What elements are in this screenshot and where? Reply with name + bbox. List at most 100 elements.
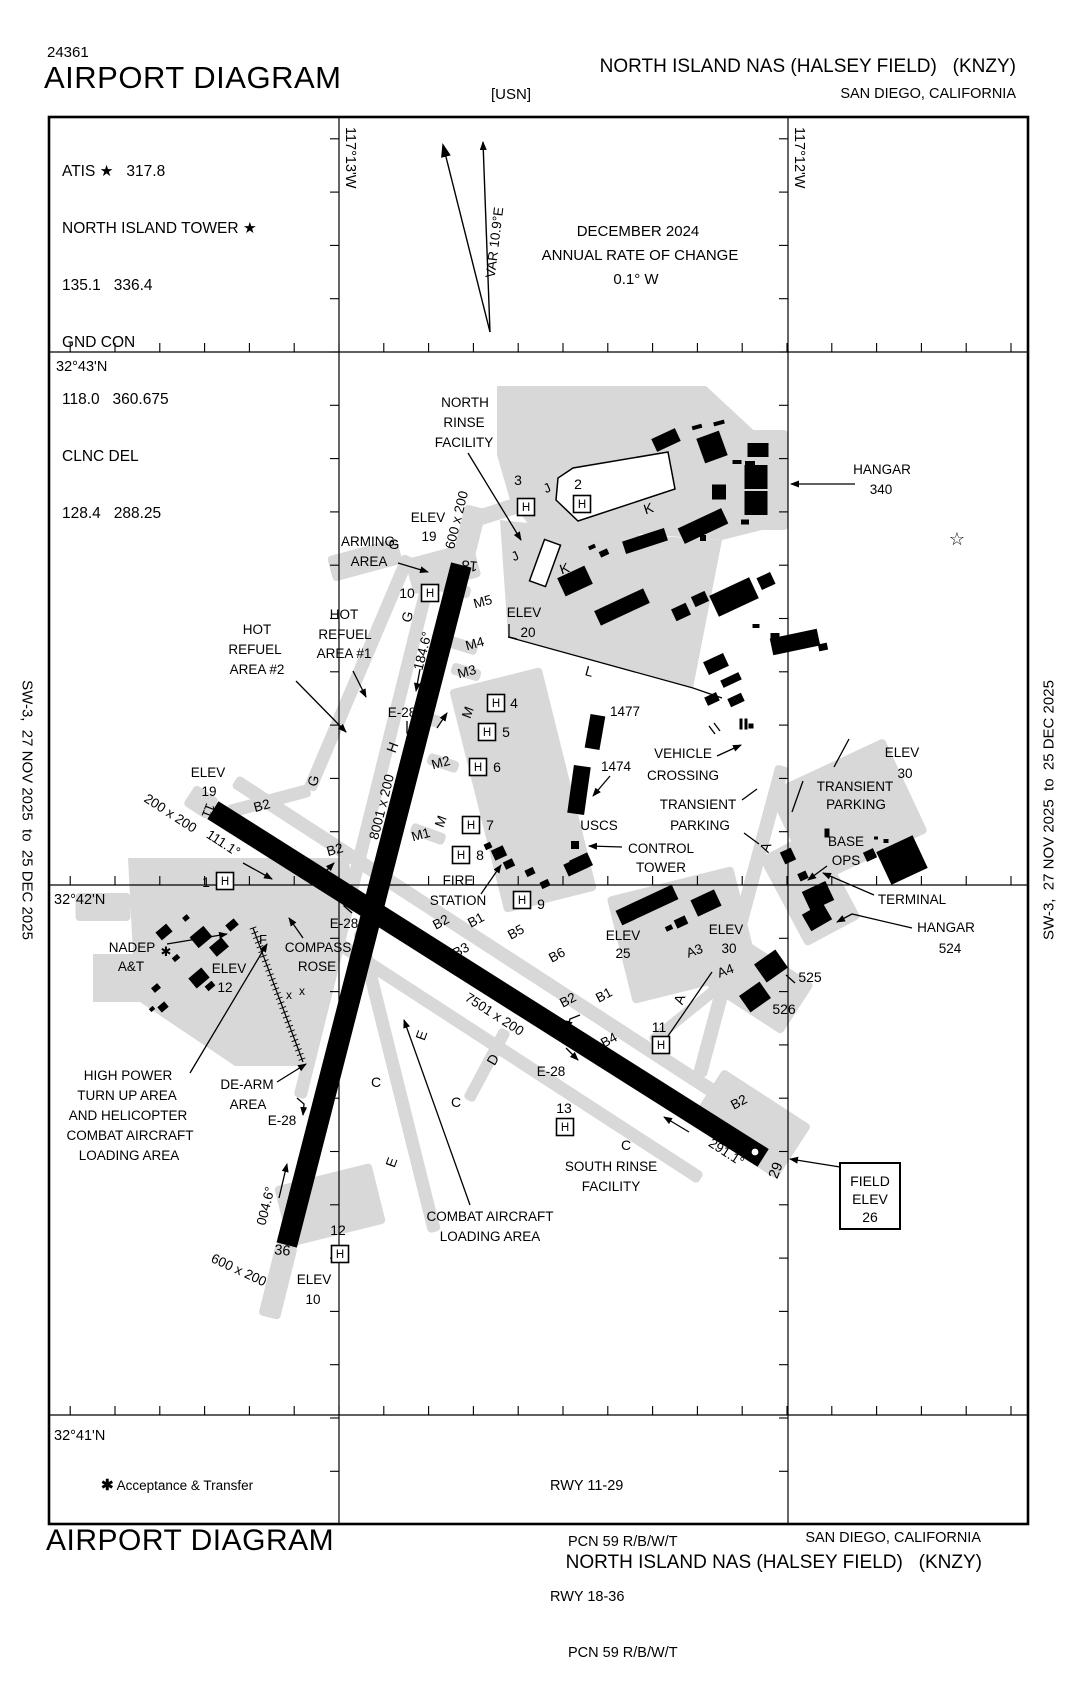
- rwy-11-29-line: RWY 11-29: [550, 1478, 624, 1494]
- leader-arrow: [288, 917, 304, 939]
- hatch-tick: [286, 1024, 294, 1029]
- map-label: ELEV: [606, 928, 641, 943]
- clearance-name-line: CLNC DEL: [62, 448, 139, 465]
- map-label: B2: [325, 840, 345, 859]
- building: [557, 565, 593, 597]
- building: [598, 548, 610, 558]
- map-label: 1: [202, 874, 210, 890]
- helipad-9: H: [512, 890, 532, 910]
- helipad-h: H: [483, 727, 491, 739]
- helipad-13: H: [555, 1117, 575, 1137]
- leader-line: [343, 893, 353, 914]
- map-label: M1: [410, 825, 432, 844]
- building: [745, 461, 755, 465]
- building: [502, 858, 516, 870]
- building: [696, 430, 728, 464]
- building: [671, 602, 691, 622]
- helipad-box: [330, 1244, 350, 1264]
- grid-layer: [47, 115, 1030, 1526]
- hatch-tick: [282, 1015, 290, 1019]
- leader-line: [741, 788, 758, 801]
- map-label: CONTROL: [628, 841, 694, 856]
- map-label: 524: [939, 941, 962, 956]
- runway-29-displaced-threshold-dot: [751, 1148, 759, 1156]
- map-label: ELEV: [852, 1191, 888, 1207]
- helipad-6: H: [468, 757, 488, 777]
- hatch-tick: [261, 959, 269, 963]
- helipad-2: H: [572, 494, 592, 514]
- building: [171, 953, 181, 963]
- map-label: ELEV: [297, 1272, 332, 1287]
- building: [754, 949, 788, 983]
- map-label: 30: [897, 766, 912, 781]
- hatch-tick: [265, 968, 273, 972]
- helipad-1: H: [215, 871, 235, 891]
- map-label: CROSSING: [647, 768, 719, 783]
- compass-rose-pad: [281, 894, 299, 912]
- building: [677, 508, 729, 544]
- map-label: COMBAT AIRCRAFT: [66, 1128, 193, 1143]
- leader-line: [785, 974, 796, 984]
- building: [584, 713, 606, 751]
- helipad-box: [516, 497, 536, 517]
- apron-taxiway: [75, 893, 131, 921]
- helipad-box: [486, 693, 506, 713]
- building: [571, 841, 579, 849]
- map-label: PARKING: [670, 818, 730, 833]
- map-label: ✱: [161, 944, 172, 959]
- helipad-12: H: [330, 1244, 350, 1264]
- map-label: M: [432, 814, 450, 830]
- map-label: B5: [505, 922, 527, 943]
- map-label: 10: [305, 1292, 320, 1307]
- leader-arrow: [296, 1097, 308, 1116]
- runway-layer: [207, 562, 769, 1248]
- map-label: ELEV: [709, 922, 744, 937]
- map-label: RINSE: [443, 415, 484, 430]
- hatch-tick: [275, 996, 283, 1000]
- map-label: 8: [476, 847, 484, 863]
- map-label: 526: [772, 1001, 796, 1017]
- map-label: 0.1° W: [613, 271, 659, 288]
- helipad-box: [420, 583, 440, 603]
- building: [691, 423, 703, 431]
- building: [703, 653, 729, 675]
- apron-taxiway: [426, 753, 460, 773]
- building: [801, 902, 833, 932]
- hatch-tick: [270, 982, 278, 986]
- map-label: 117°12'W: [791, 127, 807, 189]
- helipad-5: H: [477, 722, 497, 742]
- map-label: A: [670, 992, 688, 1007]
- map-label: DE-ARM: [220, 1077, 273, 1092]
- map-label: AREA: [230, 1097, 267, 1112]
- map-label: G: [304, 774, 322, 788]
- map-label: 6: [493, 759, 501, 775]
- map-label: 600 x 200: [209, 1251, 269, 1290]
- map-label: AREA #2: [230, 662, 285, 677]
- helipad-h: H: [561, 1122, 569, 1134]
- map-label: TURN UP AREA: [77, 1088, 177, 1103]
- building: [155, 923, 173, 941]
- map-label: VEHICLE: [654, 746, 712, 761]
- map-label: 10: [399, 585, 415, 601]
- map-label: TRANSIENT: [817, 779, 894, 794]
- helipad-h: H: [467, 820, 475, 832]
- clearance-freq-line: 128.4 288.25: [62, 505, 162, 522]
- hatch-tick: [263, 963, 271, 968]
- map-label: ARMING: [341, 534, 395, 549]
- hatch-tick: [267, 973, 274, 977]
- map-label: 30: [721, 941, 736, 956]
- building: [741, 519, 749, 525]
- map-label: ☆: [949, 529, 965, 549]
- leader-arrow: [789, 1156, 841, 1168]
- map-label: F: [259, 932, 267, 947]
- building: [752, 624, 760, 628]
- map-label: L: [583, 662, 595, 680]
- building: [664, 924, 674, 932]
- map-label: 32°41'N: [54, 1428, 105, 1444]
- apron-taxiway: [304, 554, 414, 792]
- leader-arrow: [242, 862, 273, 880]
- building: [622, 528, 668, 554]
- map-label: FIELD: [850, 1173, 890, 1189]
- hatch-tick: [284, 1020, 292, 1024]
